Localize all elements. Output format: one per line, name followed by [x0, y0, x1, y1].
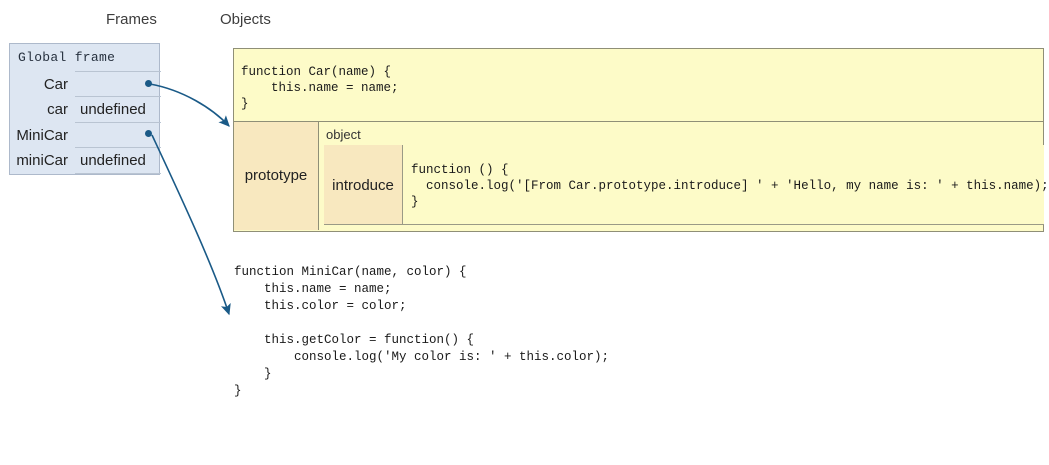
car-function-object: function Car(name) { this.name = name; } — [233, 48, 1044, 122]
car-function-source-code: function Car(name) { this.name = name; } — [241, 65, 399, 111]
introduce-function-source-code: function () { console.log('[From Car.pro… — [411, 163, 1049, 209]
objects-column-heading: Objects — [220, 11, 271, 28]
global-frame-title: Global frame — [18, 50, 116, 65]
table-row: miniCar undefined — [10, 147, 161, 174]
prototype-key-cell: prototype — [234, 122, 319, 230]
introduce-key-label: introduce — [332, 177, 394, 194]
global-frame-box: Global frame Car car undefined MiniCar m… — [9, 43, 161, 175]
pointer-dot-car — [145, 80, 152, 87]
pointer-dot-minicar — [145, 130, 152, 137]
table-row: MiniCar — [10, 122, 161, 148]
variable-value-minicar-instance: undefined — [75, 147, 161, 174]
variable-name-car: Car — [43, 75, 68, 93]
car-prototype-object: prototype object introduce function () {… — [233, 122, 1049, 232]
variable-value-car-instance: undefined — [75, 96, 161, 123]
table-row: car undefined — [10, 96, 161, 123]
prototype-key-label: prototype — [244, 167, 308, 184]
variable-name-car-instance: car — [47, 101, 68, 118]
introduce-value-cell: function () { console.log('[From Car.pro… — [402, 145, 1049, 225]
variable-name-minicar: MiniCar — [16, 126, 68, 144]
table-row: Car — [10, 71, 161, 97]
object-type-label: object — [326, 127, 361, 142]
minicar-function-source-code: function MiniCar(name, color) { this.nam… — [234, 265, 610, 398]
introduce-key-cell: introduce — [324, 145, 402, 225]
variable-name-minicar-instance: miniCar — [16, 152, 68, 169]
global-frame-variable-table: Car car undefined MiniCar miniCar undefi… — [10, 71, 161, 174]
arrow-minicar-to-function-object — [151, 134, 231, 316]
arrow-car-to-function-object — [149, 83, 230, 127]
frames-column-heading: Frames — [106, 11, 157, 28]
